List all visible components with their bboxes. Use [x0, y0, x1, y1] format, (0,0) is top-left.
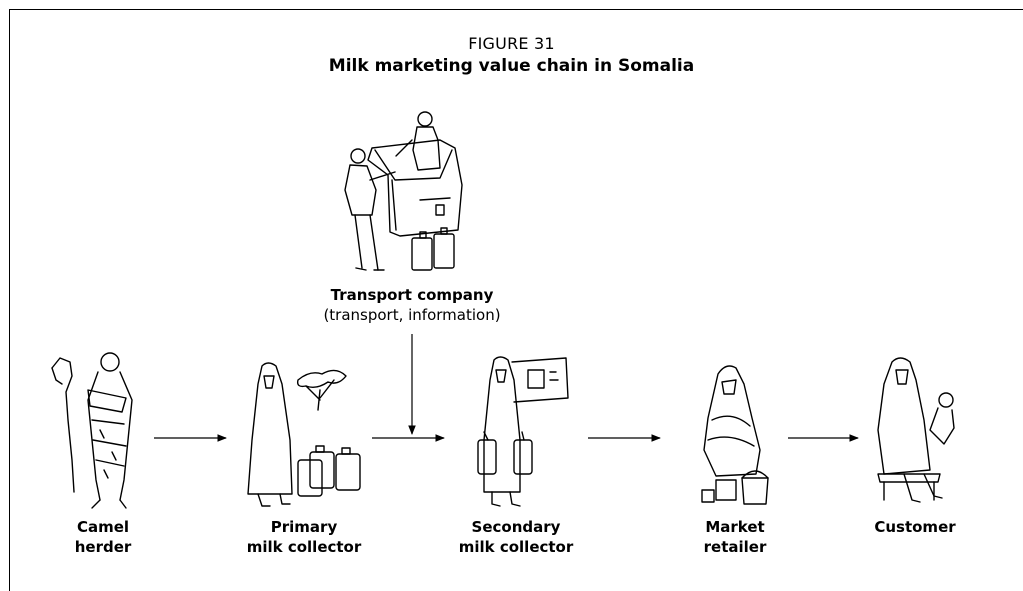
primary-collector-illustration — [247, 362, 361, 507]
transport-truck-illustration — [344, 111, 463, 271]
secondary-collector-illustration — [477, 356, 569, 507]
camel-herder-illustration — [51, 352, 133, 509]
label-customer-line1: Customer — [874, 518, 956, 536]
label-camel-herder-line1: Camel — [76, 518, 130, 536]
label-secondary-collector: Secondary milk collector — [436, 517, 596, 557]
transport-company-label: Transport company (transport, informatio… — [312, 285, 512, 325]
figure-frame — [9, 9, 1023, 591]
label-secondary-collector-line2: milk collector — [458, 538, 574, 556]
label-primary-collector-line1: Primary — [270, 518, 338, 536]
label-primary-collector-line2: milk collector — [246, 538, 362, 556]
market-retailer-illustration — [701, 365, 769, 505]
label-market-retailer-line2: retailer — [703, 538, 767, 556]
figure-number: FIGURE 31 — [468, 34, 555, 53]
label-primary-collector: Primary milk collector — [224, 517, 384, 557]
label-camel-herder: Camel herder — [48, 517, 158, 557]
figure-title: Milk marketing value chain in Somalia — [328, 56, 695, 76]
transport-role: (transport, information) — [323, 306, 501, 324]
customer-illustration — [877, 357, 955, 503]
label-market-retailer-line1: Market — [705, 518, 765, 536]
label-customer: Customer — [860, 517, 970, 537]
label-market-retailer: Market retailer — [680, 517, 790, 557]
transport-name: Transport company — [330, 286, 494, 304]
label-secondary-collector-line1: Secondary — [471, 518, 561, 536]
label-camel-herder-line2: herder — [74, 538, 132, 556]
